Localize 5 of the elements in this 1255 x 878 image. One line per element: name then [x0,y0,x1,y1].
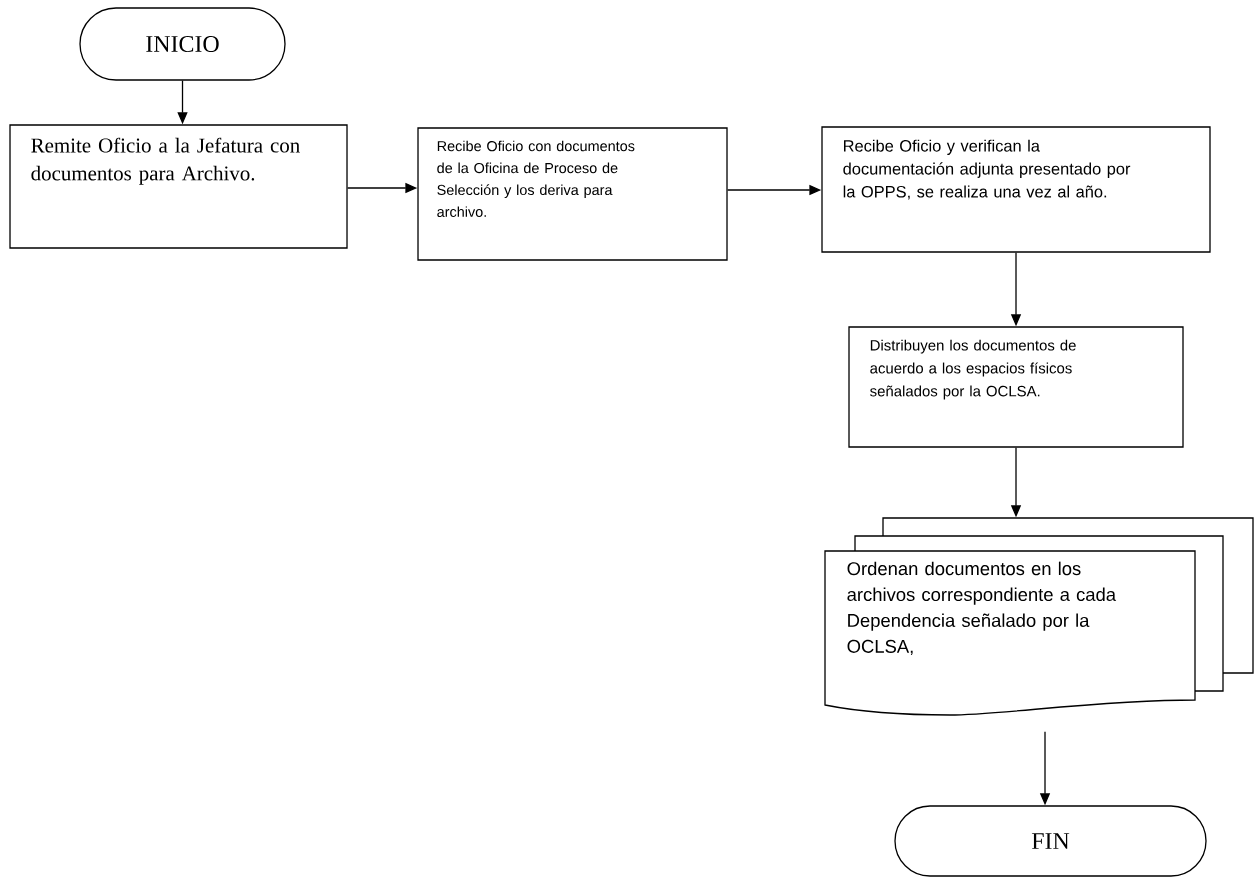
process-box: Remite Oficio a la Jefatura con documentos para Archivo. [9,124,348,249]
process-box: Distribuyen los documentos de acuerdo a los espacios físicos señalados por la OCLSA. [848,326,1184,448]
document-stack: Ordenan documentos en los archivos correspondiente a cada Dependencia señalado por la OCLSA, [824,517,1254,716]
process-box: Recibe Oficio con documentos de la Oficina de Proceso de Selección y los deriva para archivo. [417,127,728,261]
process-box: Recibe Oficio y verifican la documentación adjunta presentado por la OPPS, se realiza una vez al año. [821,126,1211,253]
